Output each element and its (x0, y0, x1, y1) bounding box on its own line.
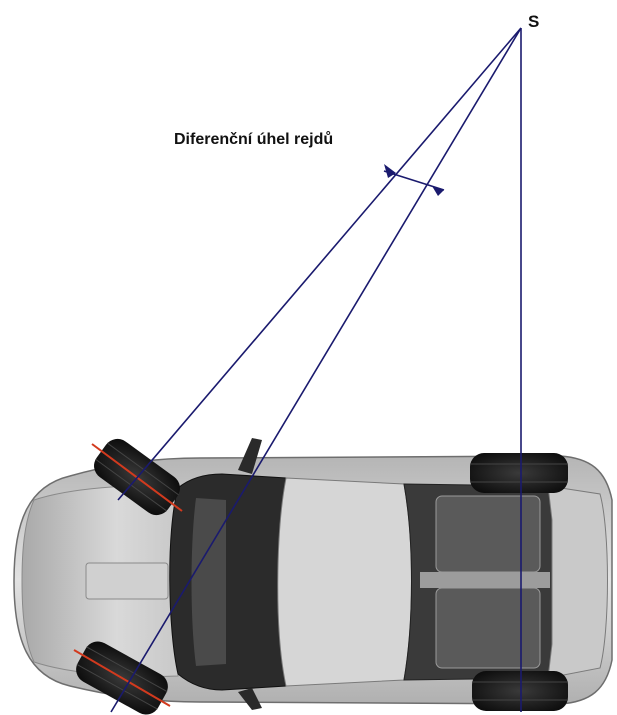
dashboard (191, 498, 226, 666)
rear-wheel-upper (470, 453, 568, 493)
seat-lower (435, 587, 541, 669)
angle-label: Diferenční úhel rejdů (174, 131, 334, 148)
rear-wheel-lower (472, 671, 568, 711)
rear-deck (547, 485, 608, 679)
windshield (169, 473, 287, 691)
center-console (420, 572, 550, 588)
pole-point-label: S (528, 12, 540, 31)
angle-marker (383, 164, 445, 196)
line-front-upper-wheel (117, 27, 522, 501)
mirror-upper (238, 438, 262, 474)
front-wheel-lower-axis (73, 649, 171, 707)
mirror-lower (238, 688, 262, 710)
line-front-lower-wheel (110, 27, 522, 713)
seat-upper (435, 495, 541, 573)
car-roof (277, 477, 412, 687)
hood-scoop (85, 562, 169, 600)
car-image (13, 438, 613, 710)
